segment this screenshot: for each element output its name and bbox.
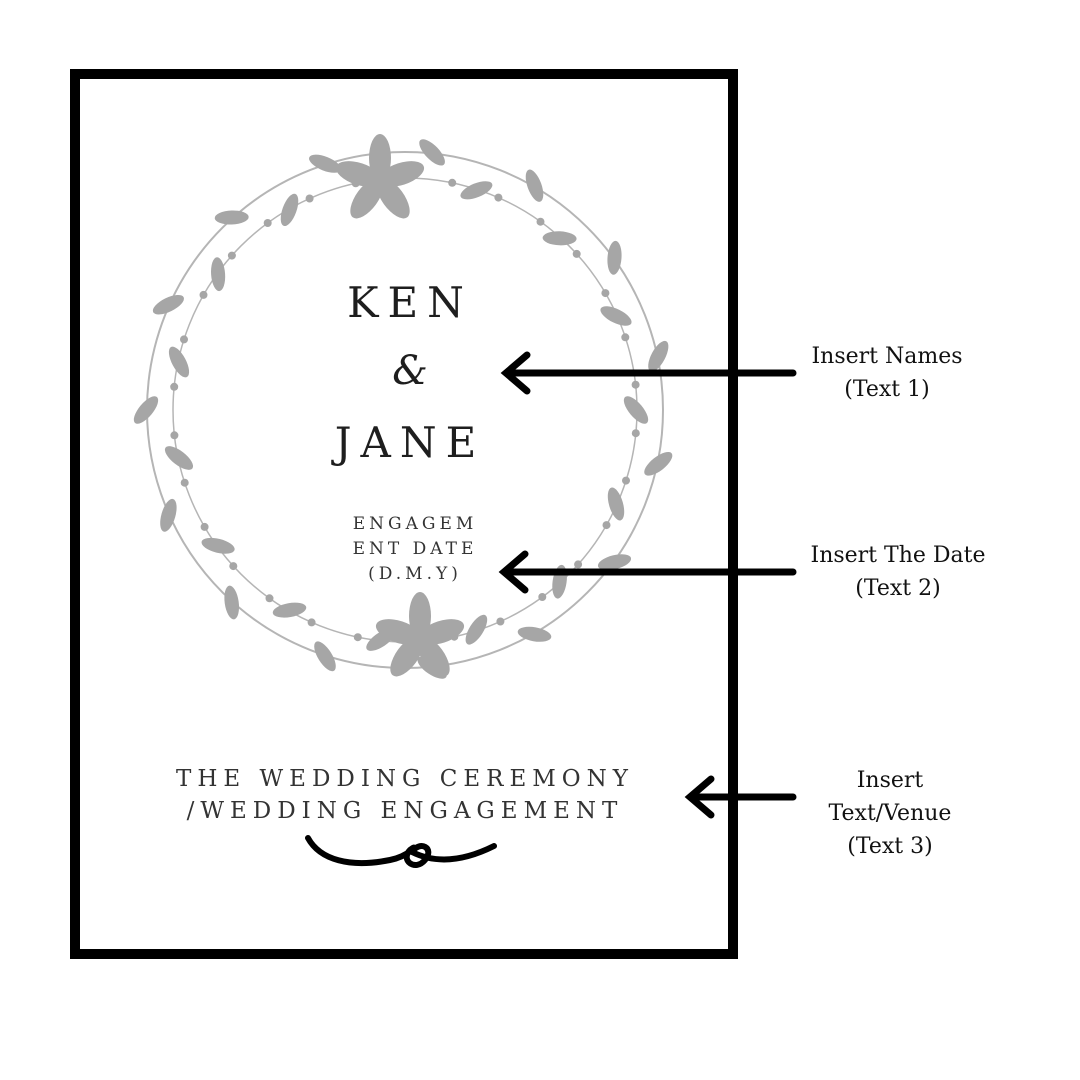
leaf-icon — [214, 210, 249, 225]
berry-icon — [263, 219, 272, 227]
annotation-line: Insert — [856, 768, 924, 793]
ribbon-flourish-icon — [305, 835, 497, 868]
name-first: KEN — [347, 278, 473, 327]
leaf-icon — [607, 487, 625, 521]
leaf-icon — [164, 446, 194, 470]
leaf-icon — [309, 154, 341, 173]
engagement-date: ENGAGEM ENT DATE (D.M.Y) — [330, 512, 500, 587]
date-line: ENT DATE — [352, 539, 478, 559]
annotation-names: Insert Names (Text 1) — [767, 340, 1007, 406]
leaf-icon — [419, 139, 445, 166]
leaf-icon — [465, 614, 488, 645]
leaf-icon — [160, 498, 177, 532]
floral-wreath-icon — [133, 134, 673, 679]
leaf-icon — [648, 340, 669, 372]
leaf-icon — [224, 585, 240, 620]
berry-icon — [494, 193, 503, 202]
annotation-line: (Text 2) — [855, 576, 941, 601]
berry-icon — [631, 380, 640, 389]
leaf-icon — [542, 231, 577, 246]
annotation-date: Insert The Date (Text 2) — [778, 539, 1018, 605]
berry-icon — [170, 431, 179, 440]
berry-icon — [574, 560, 583, 569]
ceremony-text: THE WEDDING CEREMONY /WEDDING ENGAGEMENT — [100, 763, 710, 827]
annotation-line: (Text 1) — [844, 377, 930, 402]
berry-icon — [229, 562, 238, 571]
leaf-icon — [152, 294, 184, 315]
leaf-icon — [623, 396, 649, 424]
leaf-icon — [600, 306, 632, 326]
leaf-icon — [517, 626, 552, 642]
berry-icon — [170, 382, 179, 391]
ceremony-line: /WEDDING ENGAGEMENT — [186, 798, 624, 824]
berry-icon — [307, 618, 316, 627]
berry-icon — [622, 476, 630, 485]
berry-icon — [200, 522, 209, 531]
leaf-icon — [314, 641, 336, 672]
berry-icon — [353, 633, 362, 642]
annotation-line: Insert The Date — [810, 543, 986, 568]
berry-icon — [631, 429, 640, 438]
berry-icon — [538, 593, 547, 601]
berry-icon — [199, 290, 208, 299]
ceremony-line: THE WEDDING CEREMONY — [176, 766, 634, 792]
leaf-icon — [644, 451, 673, 476]
berry-icon — [180, 335, 188, 344]
annotation-venue: Insert Text/Venue (Text 3) — [770, 764, 1010, 863]
berry-icon — [448, 178, 457, 187]
berry-icon — [621, 333, 630, 342]
berry-icon — [536, 217, 545, 226]
leaf-icon — [133, 396, 159, 424]
berry-icon — [265, 594, 274, 603]
date-line: ENGAGEM — [352, 514, 478, 534]
ampersand: & — [392, 348, 428, 394]
leaf-icon — [201, 537, 235, 554]
annotation-line: Text/Venue — [828, 801, 952, 826]
berry-icon — [227, 251, 236, 260]
name-second: JANE — [334, 418, 486, 467]
leaf-icon — [607, 240, 622, 275]
berry-icon — [601, 289, 610, 298]
leaf-icon — [280, 193, 299, 227]
berry-icon — [496, 617, 505, 626]
annotation-line: (Text 3) — [847, 834, 933, 859]
berry-icon — [572, 249, 581, 258]
arrow-left-icon — [500, 351, 797, 395]
arrow-left-icon — [684, 775, 797, 819]
leaf-icon — [168, 346, 190, 378]
date-line: (D.M.Y) — [368, 564, 462, 584]
leaf-icon — [211, 257, 226, 292]
leaf-icon — [597, 554, 632, 571]
berry-icon — [180, 478, 189, 487]
berry-icon — [305, 194, 314, 203]
annotation-line: Insert Names — [811, 344, 963, 369]
leaf-icon — [525, 169, 544, 202]
arrow-left-icon — [498, 550, 797, 594]
berry-icon — [602, 521, 611, 530]
leaf-icon — [460, 181, 493, 200]
leaf-icon — [272, 602, 307, 618]
